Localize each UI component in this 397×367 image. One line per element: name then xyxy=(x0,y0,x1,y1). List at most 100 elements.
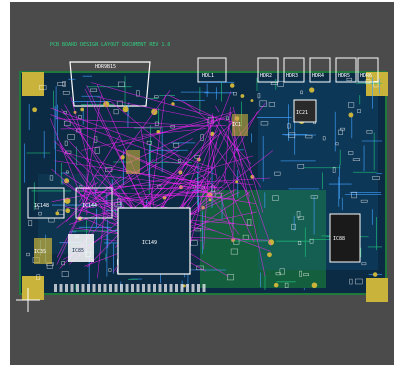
left-qfp-chip[interactable] xyxy=(75,187,113,219)
pcb-canvas[interactable]: PCB BOARD DESIGN LAYOUT DOCUMENT REV 1.0… xyxy=(10,2,394,365)
smd-component xyxy=(310,195,319,199)
smd-component xyxy=(332,166,336,173)
header-pin xyxy=(180,284,184,292)
smd-component xyxy=(373,81,379,88)
header-tab-label: HDR6 xyxy=(360,73,372,79)
via-pad xyxy=(240,94,245,98)
smd-component xyxy=(257,93,261,99)
smd-component xyxy=(299,270,303,277)
ratsnest-line xyxy=(222,174,255,243)
via-pad xyxy=(235,180,239,184)
header-pin xyxy=(169,284,173,292)
mounting-pad[interactable] xyxy=(366,278,388,302)
header-pin xyxy=(158,284,162,292)
db-connector-outline[interactable] xyxy=(69,61,151,107)
smd-component xyxy=(346,77,353,82)
header-pin xyxy=(164,284,167,292)
ratsnest-line xyxy=(228,136,253,214)
small-chip[interactable] xyxy=(68,234,94,262)
smd-component xyxy=(272,195,279,201)
smd-component xyxy=(200,134,204,141)
via-pad xyxy=(65,208,71,214)
smd-component xyxy=(287,123,291,129)
bottom-pin-header[interactable] xyxy=(54,284,206,292)
smd-component xyxy=(57,82,65,86)
ratsnest-line xyxy=(126,113,232,165)
mounting-pad[interactable] xyxy=(22,276,44,300)
header-tab-label: HDR5 xyxy=(338,73,350,79)
right-top-chip[interactable] xyxy=(293,99,317,123)
left-qfp-chip[interactable] xyxy=(27,187,65,219)
smd-component xyxy=(65,170,69,174)
via-pad xyxy=(267,252,272,258)
top-header-tabs: HDL1 HDR2 HDR3 HDR4 HDR5 HDR6 xyxy=(197,57,379,83)
ratsnest-line xyxy=(214,105,220,113)
smd-component xyxy=(61,271,69,277)
smd-component xyxy=(136,90,140,97)
smd-component xyxy=(348,102,355,108)
small-chip[interactable] xyxy=(126,150,140,174)
ratsnest-line xyxy=(83,191,215,198)
smd-component xyxy=(309,238,314,244)
via-pad xyxy=(372,272,378,277)
smd-component xyxy=(279,268,285,275)
ratsnest-line xyxy=(212,113,214,125)
smd-component xyxy=(300,90,303,95)
main-qfp-chip[interactable] xyxy=(117,207,191,275)
smd-component xyxy=(49,175,54,181)
ratsnest-line xyxy=(82,187,236,225)
ratsnest-line xyxy=(207,135,251,197)
ratsnest-line xyxy=(91,82,236,124)
smd-component xyxy=(227,274,234,281)
smd-component xyxy=(351,191,357,199)
header-pin xyxy=(98,284,101,292)
smd-component xyxy=(64,140,68,146)
header-pin xyxy=(202,284,206,292)
ratsnest-line xyxy=(203,118,212,250)
header-pin xyxy=(59,284,63,292)
smd-component xyxy=(303,273,309,276)
smd-component xyxy=(365,79,371,85)
smd-component xyxy=(305,134,313,139)
smd-component xyxy=(268,102,276,107)
right-bottom-chip[interactable] xyxy=(329,213,361,263)
smd-component xyxy=(260,121,269,126)
pcb-layout[interactable]: PCB BOARD DESIGN LAYOUT DOCUMENT REV 1.0… xyxy=(10,2,394,365)
via-pad xyxy=(122,106,129,113)
ratsnest-line xyxy=(106,138,193,189)
connector-label: HDR9B15 xyxy=(95,64,116,70)
header-tab[interactable] xyxy=(335,57,357,83)
smd-component xyxy=(277,81,284,87)
ratsnest-line xyxy=(56,190,92,265)
via-pad xyxy=(268,239,275,246)
via-pad xyxy=(182,284,186,288)
small-chip[interactable] xyxy=(232,114,248,136)
smd-component xyxy=(113,109,119,115)
header-tab[interactable] xyxy=(283,57,305,83)
mounting-pad[interactable] xyxy=(366,72,388,96)
small-chip[interactable] xyxy=(34,238,52,264)
header-tab[interactable] xyxy=(257,57,279,83)
mounting-pad[interactable] xyxy=(22,72,44,96)
via-pad xyxy=(80,107,85,112)
chip-label: IC21 xyxy=(296,110,308,116)
ratsnest-line xyxy=(50,107,214,169)
smd-component xyxy=(90,88,97,92)
header-pin xyxy=(125,284,129,292)
via-pad xyxy=(171,102,175,106)
via-pad xyxy=(250,99,254,102)
smd-component xyxy=(211,185,216,192)
ratsnest-line xyxy=(220,181,254,186)
header-tab[interactable] xyxy=(357,57,379,83)
smd-component xyxy=(284,282,289,288)
smd-component xyxy=(62,81,66,87)
via-pad xyxy=(103,101,110,108)
header-pin xyxy=(197,284,200,292)
header-tab[interactable] xyxy=(309,57,331,83)
chip-label: IC1 xyxy=(232,122,241,128)
header-pin xyxy=(114,284,118,292)
header-pin xyxy=(191,284,195,292)
header-pin xyxy=(65,284,68,292)
ratsnest-line xyxy=(50,114,217,176)
smd-component xyxy=(322,136,326,141)
